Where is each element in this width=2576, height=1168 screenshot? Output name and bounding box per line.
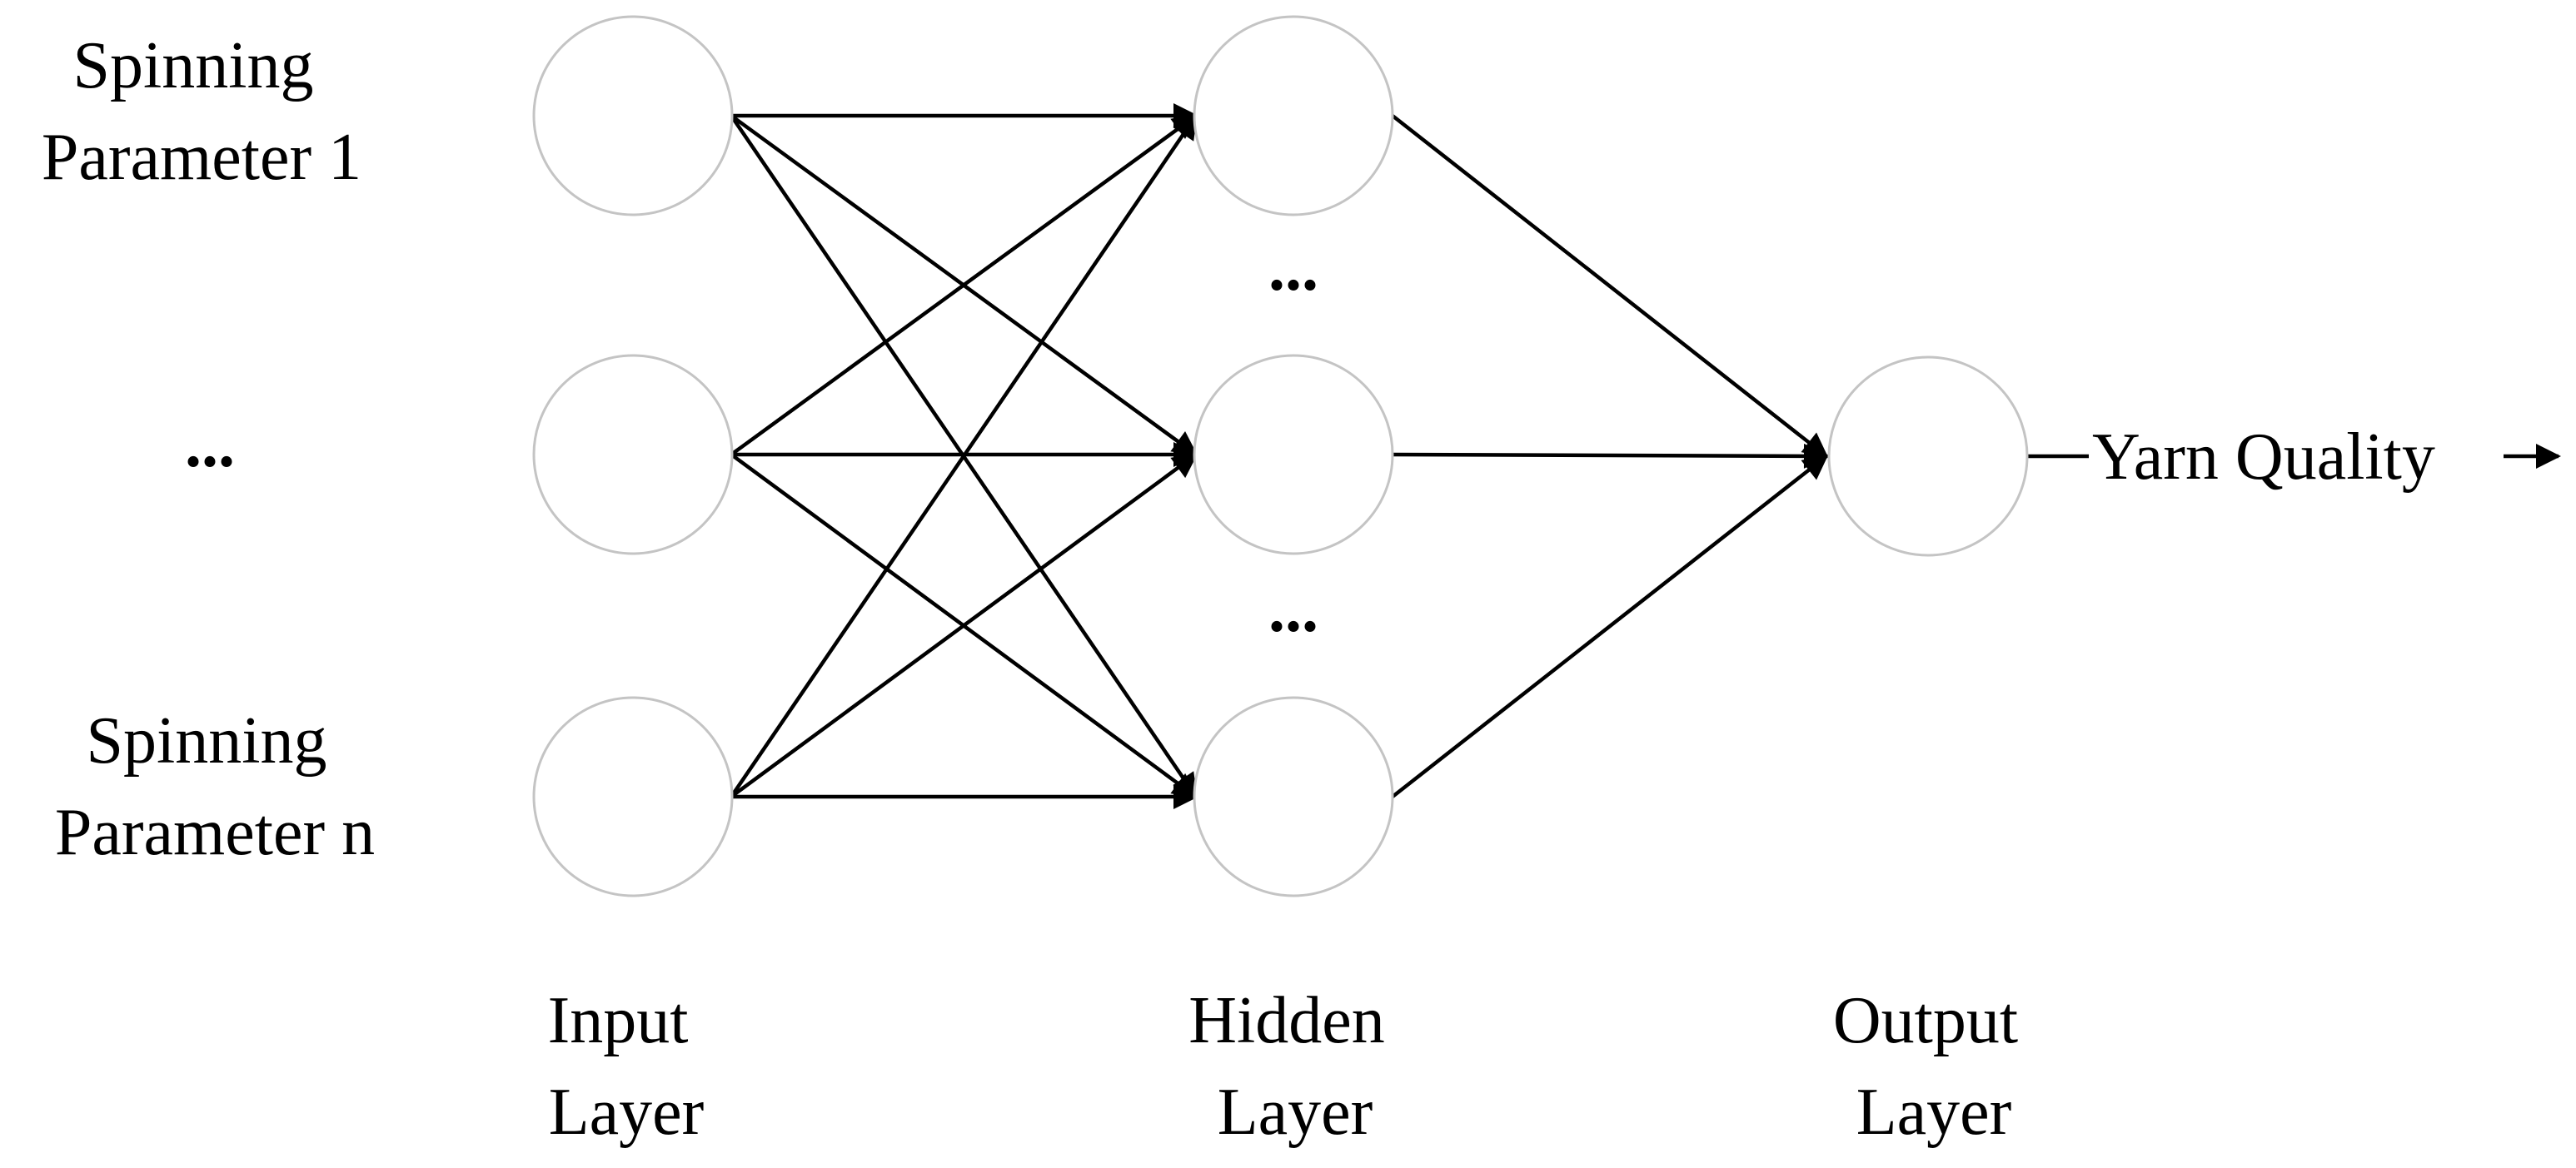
input-node-2: [532, 354, 734, 555]
connections: [730, 103, 1829, 809]
output-node: [1827, 355, 2029, 557]
edge-input-3-hidden-2: [730, 453, 1198, 798]
input-label-last: Spinning Parameter n: [55, 704, 375, 869]
layer-label-hidden: Hidden Layer: [1188, 984, 1402, 1149]
edge-hidden-1-output: [1391, 114, 1829, 458]
output-label: Yarn Quality: [2092, 420, 2435, 494]
hidden-node-3: [1193, 696, 1394, 897]
input-node-3: [532, 696, 734, 897]
layer-label-input: Input Layer: [548, 984, 705, 1149]
edge-input-3-hidden-1: [730, 113, 1198, 798]
hidden-node-2: [1193, 354, 1394, 555]
input-ellipsis: ...: [185, 408, 235, 481]
layer-label-output: Output Layer: [1833, 984, 2035, 1149]
edge-hidden-2-output: [1392, 443, 1829, 469]
input-node-1: [532, 15, 734, 216]
hidden-node-1: [1193, 15, 1394, 216]
hidden-ellipsis-upper: ...: [1268, 231, 1318, 305]
edge-hidden-3-output: [1391, 455, 1829, 798]
input-label-first: Spinning Parameter 1: [42, 29, 361, 194]
hidden-ellipsis-lower: ...: [1268, 573, 1318, 646]
edge-input-2-hidden-1: [730, 114, 1198, 456]
